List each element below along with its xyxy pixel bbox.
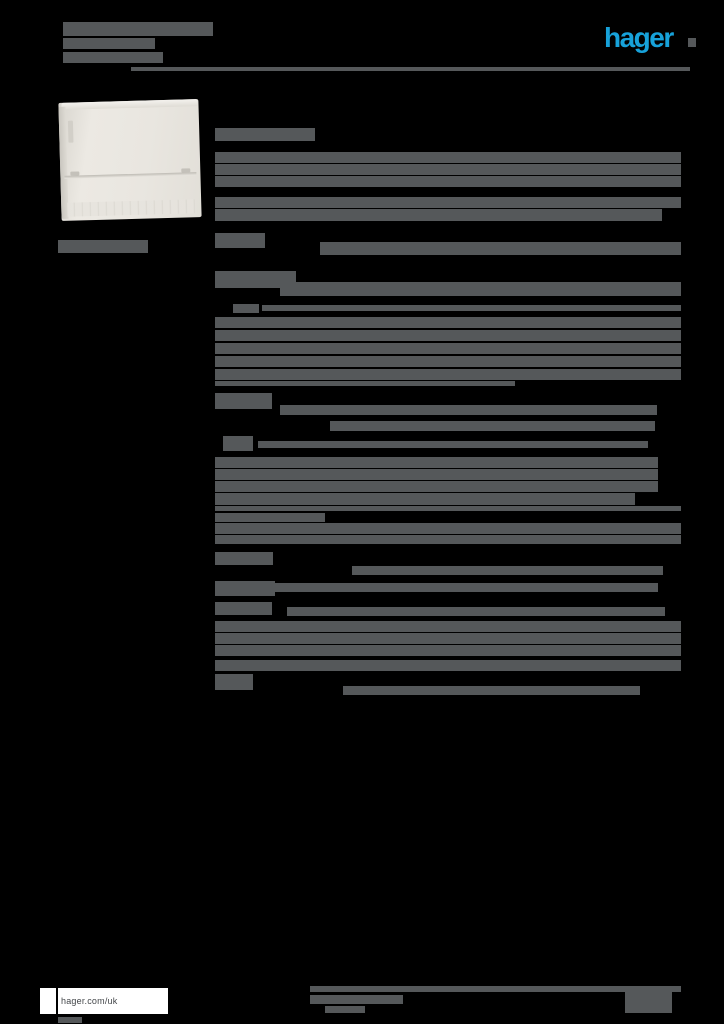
content-redacted-bar xyxy=(215,381,515,386)
content-redacted-bar xyxy=(215,356,681,367)
content-redacted-bar xyxy=(330,421,655,431)
content-redacted-bar xyxy=(215,369,681,380)
content-redacted-bar xyxy=(215,393,272,409)
content-redacted-bar xyxy=(223,436,253,451)
consumer-unit-latch-left xyxy=(70,171,80,176)
footer-redacted-bar xyxy=(310,995,403,1004)
content-redacted-bar xyxy=(215,233,265,248)
content-redacted-bar xyxy=(215,481,658,492)
content-redacted-bar xyxy=(215,330,681,341)
content-redacted-bar xyxy=(352,566,663,575)
content-redacted-bar xyxy=(287,607,665,616)
content-redacted-bar xyxy=(343,686,640,695)
content-redacted-bar xyxy=(258,441,648,448)
content-redacted-bar xyxy=(215,457,658,468)
hager-logo: hager xyxy=(604,22,674,53)
footer-website-link[interactable]: hager.com/uk xyxy=(61,996,118,1006)
footer-redacted-bar xyxy=(310,986,681,992)
consumer-unit-latch-right xyxy=(181,168,191,173)
consumer-unit-lid-seam xyxy=(64,172,197,179)
content-redacted-bar xyxy=(320,242,681,255)
header-title-redacted-bar xyxy=(63,22,213,36)
footer-redacted-bar xyxy=(625,990,672,1013)
consumer-unit-label-slot xyxy=(67,120,74,143)
content-redacted-bar xyxy=(215,621,681,632)
header-rule-redacted-bar xyxy=(131,67,690,71)
footer-redacted-bar xyxy=(58,1017,82,1023)
content-redacted-bar xyxy=(215,128,315,141)
content-redacted-bar xyxy=(215,674,253,690)
content-redacted-bar xyxy=(215,645,681,656)
content-redacted-bar xyxy=(215,506,681,511)
content-redacted-bar xyxy=(215,152,681,163)
content-redacted-bar xyxy=(215,523,681,534)
product-photo-shadow xyxy=(64,223,198,233)
content-redacted-bar xyxy=(275,583,658,592)
content-redacted-bar xyxy=(215,164,681,175)
content-redacted-bar xyxy=(215,271,296,288)
footer-marker-square xyxy=(40,988,56,1014)
content-redacted-bar xyxy=(215,343,681,354)
content-redacted-bar xyxy=(215,660,681,671)
content-redacted-bar xyxy=(215,552,273,565)
content-redacted-bar xyxy=(280,282,681,296)
content-redacted-bar xyxy=(215,633,681,644)
product-code-redacted-bar xyxy=(58,240,148,253)
content-redacted-bar xyxy=(280,405,657,415)
footer-redacted-bar xyxy=(325,1006,365,1013)
header-title-redacted-bar xyxy=(63,38,155,49)
content-redacted-bar xyxy=(215,209,662,221)
content-redacted-bar xyxy=(215,602,272,615)
content-redacted-bar xyxy=(215,469,658,480)
content-redacted-bar xyxy=(215,493,635,505)
header-title-redacted-bar xyxy=(63,52,163,63)
content-redacted-bar xyxy=(262,305,681,311)
consumer-unit-top-face xyxy=(61,99,198,110)
content-redacted-bar xyxy=(215,197,681,208)
content-redacted-bar xyxy=(215,513,325,522)
content-redacted-bar xyxy=(233,304,259,313)
product-photo xyxy=(58,95,204,235)
content-redacted-bar xyxy=(215,581,275,596)
logo-tail-redacted-bar xyxy=(688,38,696,47)
content-redacted-bar xyxy=(215,535,681,544)
consumer-unit-body xyxy=(58,99,202,221)
consumer-unit-terminal-row xyxy=(67,199,196,217)
content-redacted-bar xyxy=(215,317,681,328)
content-redacted-bar xyxy=(215,176,681,187)
footer-website-box[interactable]: hager.com/uk xyxy=(58,988,168,1014)
